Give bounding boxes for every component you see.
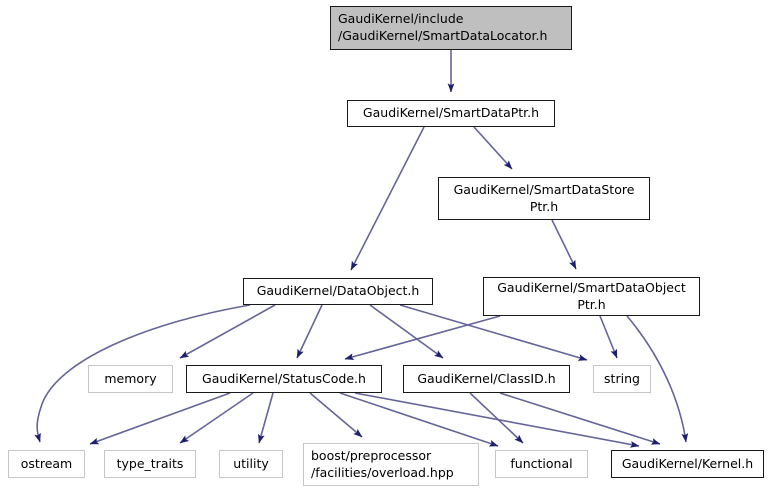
edge-dataobject-to-string (399, 304, 588, 361)
node-utility[interactable]: utility (219, 450, 283, 478)
edge-statuscode-to-utility (258, 392, 274, 444)
edge-dataobject-to-memory (179, 304, 276, 359)
node-smartdatastoreptr[interactable]: GaudiKernel/SmartDataStore Ptr.h (438, 177, 650, 220)
edge-smartdataptr-to-dataobject (350, 126, 425, 271)
node-smartdatalocator-root[interactable]: GaudiKernel/include /GaudiKernel/SmartDa… (330, 6, 572, 50)
edge-objectptr-to-statuscode (344, 315, 501, 360)
edge-smartdataptr-to-storeptr (473, 126, 513, 170)
edge-classid-to-kernel (499, 392, 661, 445)
edge-classid-to-functional (469, 392, 524, 444)
node-dataobject[interactable]: GaudiKernel/DataObject.h (243, 278, 433, 305)
node-memory[interactable]: memory (88, 365, 173, 393)
edge-dataobject-to-classid (369, 304, 444, 359)
edge-statuscode-to-boost (309, 392, 363, 438)
edge-statuscode-to-typetraits (179, 392, 254, 444)
edge-storeptr-to-objectptr (551, 219, 577, 270)
node-type-traits[interactable]: type_traits (104, 450, 196, 478)
node-ostream[interactable]: ostream (8, 450, 85, 478)
node-kernel[interactable]: GaudiKernel/Kernel.h (611, 450, 764, 478)
edge-objectptr-to-kernel (626, 315, 689, 443)
node-smartdataptr[interactable]: GaudiKernel/SmartDataPtr.h (347, 100, 555, 127)
node-functional[interactable]: functional (495, 450, 588, 478)
edge-objectptr-to-string (599, 315, 618, 359)
node-classid[interactable]: GaudiKernel/ClassID.h (403, 365, 570, 393)
edge-dataobject-to-statuscode (296, 304, 323, 359)
node-statuscode[interactable]: GaudiKernel/StatusCode.h (186, 365, 382, 393)
node-boost-overload[interactable]: boost/preprocessor /facilities/overload.… (303, 443, 479, 486)
edge-statuscode-to-ostream (89, 392, 231, 445)
node-string[interactable]: string (593, 365, 651, 393)
node-smartdataobjectptr[interactable]: GaudiKernel/SmartDataObject Ptr.h (483, 277, 700, 316)
edge-dataobject-to-ostream (34, 304, 251, 443)
edge-statuscode-to-functional (339, 392, 499, 447)
